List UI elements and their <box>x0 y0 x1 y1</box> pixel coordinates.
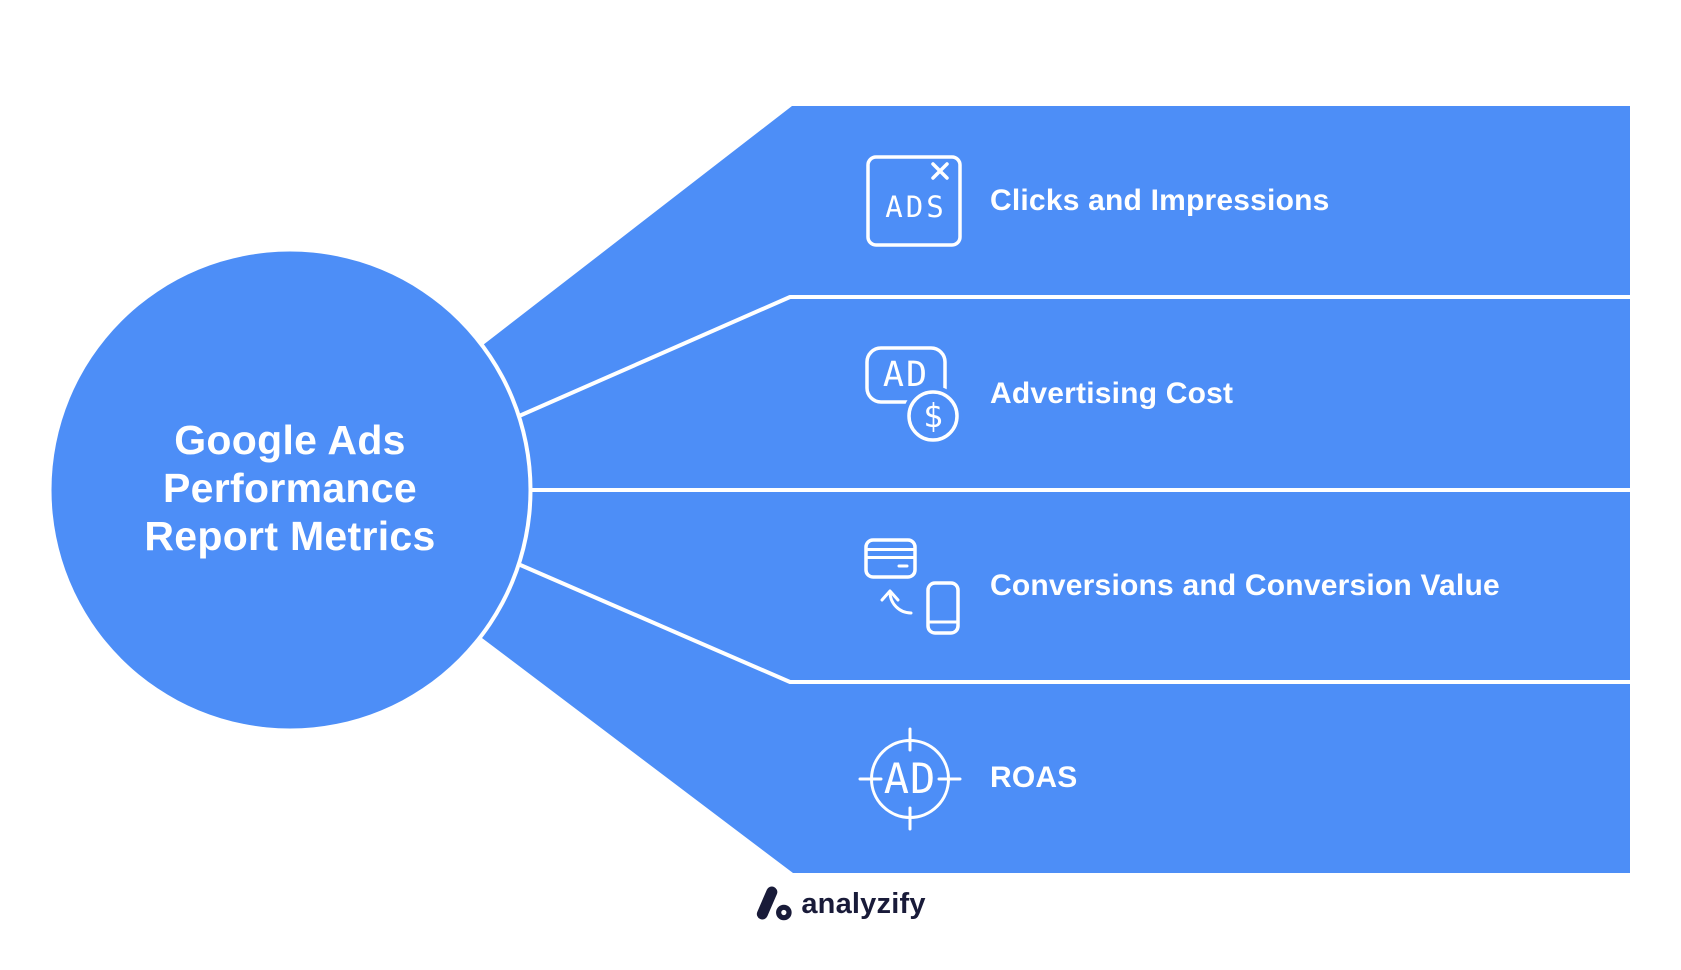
center-title-line: Report Metrics <box>144 513 436 559</box>
band-divider-3 <box>509 558 1630 684</box>
center-title-line: Performance <box>163 465 417 511</box>
icon-text-ad: AD <box>883 355 929 395</box>
ad-target-icon <box>858 727 962 831</box>
icon-text-dollar: $ <box>923 396 943 435</box>
branch-label-roas: ROAS <box>990 761 1078 794</box>
icon-text-ads: ADS <box>885 190 946 224</box>
branch-label-clicks-impressions: Clicks and Impressions <box>990 184 1330 217</box>
sync-arrow-glyph <box>880 589 913 615</box>
ad-dollar-icon <box>865 346 963 446</box>
band-divider-1 <box>509 295 1630 422</box>
ads-window-close-icon <box>866 155 962 247</box>
center-circle <box>51 251 529 729</box>
close-x-glyph <box>931 162 949 180</box>
branch-label-conversions: Conversions and Conversion Value <box>990 569 1500 602</box>
phone-glyph <box>926 581 960 635</box>
center-title: Google Ads Performance Report Metrics <box>90 416 490 560</box>
brand-logo-text: analyzify <box>801 887 926 920</box>
icon-text-ad-target: AD <box>884 754 937 803</box>
brand-logo-icon <box>756 886 792 921</box>
branch-label-advertising-cost: Advertising Cost <box>990 377 1234 410</box>
card-phone-sync-icon <box>864 538 960 635</box>
center-title-line: Google Ads <box>174 417 406 463</box>
brand-logo: analyzify <box>755 884 925 924</box>
